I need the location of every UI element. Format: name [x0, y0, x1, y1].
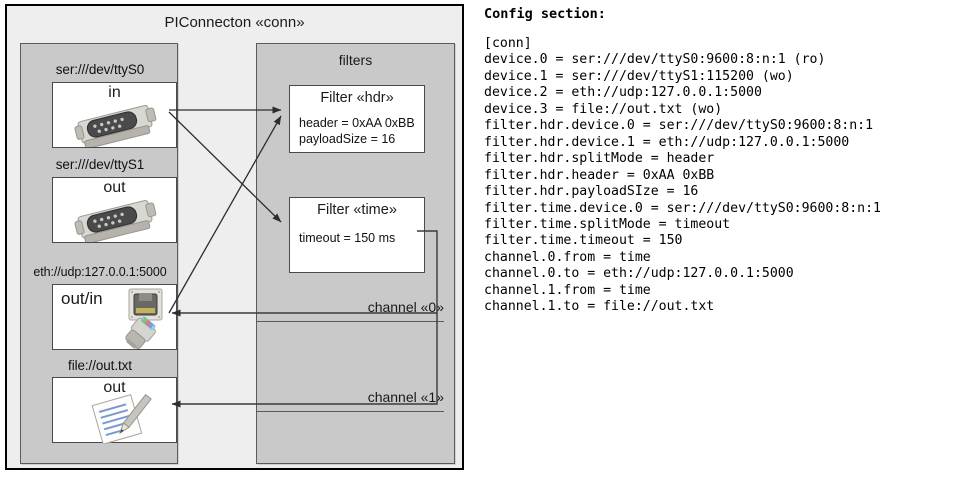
filters-group: filters Filter «hdr» header = 0xAA 0xBB … [256, 43, 455, 464]
connector-diagram: PIConnecton «conn» ser:///dev/ttyS0 in [5, 4, 464, 470]
channel-1-label: channel «1» [367, 389, 444, 405]
device-label-eth: eth://udp:127.0.0.1:5000 [33, 265, 167, 279]
device-label-ttys0: ser:///dev/ttyS0 [55, 62, 145, 77]
channel-1-compartment [256, 322, 444, 412]
filter-card-hdr[interactable]: Filter «hdr» header = 0xAA 0xBB payloadS… [289, 85, 425, 153]
device-card-ttys1[interactable]: out [52, 177, 177, 245]
filter-hdr-prop-header: header = 0xAA 0xBB [299, 116, 415, 130]
device-role-in-ttys0: in [108, 84, 121, 101]
devices-group: ser:///dev/ttyS0 in [20, 43, 178, 464]
serial-db9-icon [69, 101, 163, 152]
device-card-eth[interactable]: out/in [52, 284, 177, 350]
config-heading: Config section: [484, 6, 606, 22]
device-role-outin-eth: out/in [61, 289, 103, 308]
filter-time-title: Filter «time» [317, 202, 397, 218]
device-card-ttys0[interactable]: in [52, 82, 177, 150]
document-pencil-icon [89, 393, 155, 449]
config-text: [conn] device.0 = ser:///dev/ttyS0:9600:… [484, 36, 881, 315]
filter-hdr-prop-payloadsize: payloadSize = 16 [299, 132, 396, 146]
filters-group-title: filters [338, 52, 373, 68]
serial-db9-icon [69, 196, 163, 247]
device-role-out-file: out [103, 379, 126, 396]
diagram-title: PIConnecton «conn» [164, 14, 305, 31]
channel-0-label: channel «0» [367, 299, 444, 315]
ethernet-jack-icon [115, 287, 173, 354]
device-label-ttys1: ser:///dev/ttyS1 [55, 157, 145, 172]
filter-hdr-title: Filter «hdr» [320, 90, 394, 106]
device-label-file: file://out.txt [68, 358, 132, 373]
device-card-file[interactable]: out [52, 377, 177, 445]
config-section: Config section: [conn] device.0 = ser://… [482, 6, 960, 316]
device-role-out-ttys1: out [103, 179, 126, 196]
